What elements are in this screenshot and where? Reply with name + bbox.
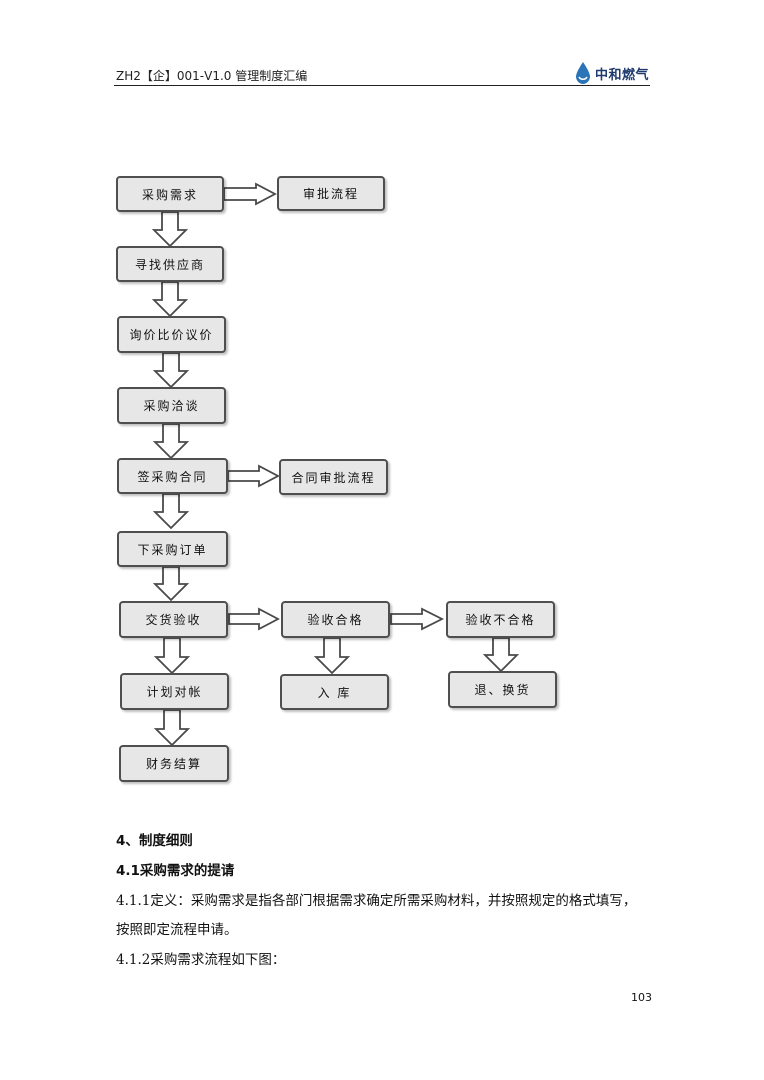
node-warehouse-in: 入 库 bbox=[280, 674, 389, 710]
arrow-down-4 bbox=[152, 423, 190, 460]
arrow-down-3 bbox=[152, 352, 190, 389]
arrow-down-1 bbox=[151, 211, 189, 248]
node-purchase-demand: 采购需求 bbox=[116, 176, 224, 212]
paragraph-4-1-1-line2: 按照即定流程申请。 bbox=[116, 922, 238, 938]
node-inspection-pass: 验收合格 bbox=[281, 601, 390, 638]
arrow-down-7 bbox=[153, 637, 191, 675]
node-return-exchange: 退、换货 bbox=[448, 671, 557, 708]
document-header-title: ZH2【企】001-V1.0 管理制度汇编 bbox=[116, 69, 308, 83]
node-inspection-fail: 验收不合格 bbox=[446, 601, 555, 638]
node-find-supplier: 寻找供应商 bbox=[116, 246, 224, 282]
node-inquiry-compare: 询价比价议价 bbox=[117, 316, 226, 353]
node-contract-approval: 合同审批流程 bbox=[279, 459, 388, 495]
logo-text: 中和燃气 bbox=[595, 67, 650, 83]
node-plan-reconcile: 计划对帐 bbox=[120, 673, 229, 710]
arrow-right-contract bbox=[227, 464, 280, 488]
paragraph-4-1-2: 4.1.2采购需求流程如下图： bbox=[116, 952, 286, 968]
arrow-right-delivery bbox=[228, 607, 280, 631]
node-delivery-acceptance: 交货验收 bbox=[119, 601, 228, 638]
node-negotiation: 采购洽谈 bbox=[117, 387, 226, 424]
arrow-down-5 bbox=[152, 493, 190, 530]
arrow-right-fail bbox=[390, 607, 445, 631]
header-divider bbox=[114, 85, 650, 86]
section-heading-4: 4、制度细则 bbox=[116, 833, 193, 849]
paragraph-4-1-1-line1: 4.1.1定义：采购需求是指各部门根据需求确定所需采购材料，并按照规定的格式填写… bbox=[116, 893, 637, 909]
arrow-down-2 bbox=[151, 281, 189, 318]
node-finance-settlement: 财务结算 bbox=[119, 745, 229, 782]
section-heading-4-1: 4.1采购需求的提请 bbox=[116, 863, 235, 879]
node-approval-flow: 审批流程 bbox=[277, 176, 385, 211]
node-sign-contract: 签采购合同 bbox=[117, 458, 228, 494]
arrow-down-pass bbox=[313, 637, 351, 675]
page-number: 103 bbox=[631, 991, 652, 1004]
water-drop-icon bbox=[576, 62, 590, 84]
arrow-right-approval bbox=[223, 182, 277, 206]
arrow-down-fail bbox=[482, 637, 520, 673]
company-logo: 中和燃气 bbox=[574, 60, 649, 86]
node-place-order: 下采购订单 bbox=[117, 531, 228, 567]
arrow-down-8 bbox=[153, 709, 191, 747]
arrow-down-6 bbox=[152, 566, 190, 602]
